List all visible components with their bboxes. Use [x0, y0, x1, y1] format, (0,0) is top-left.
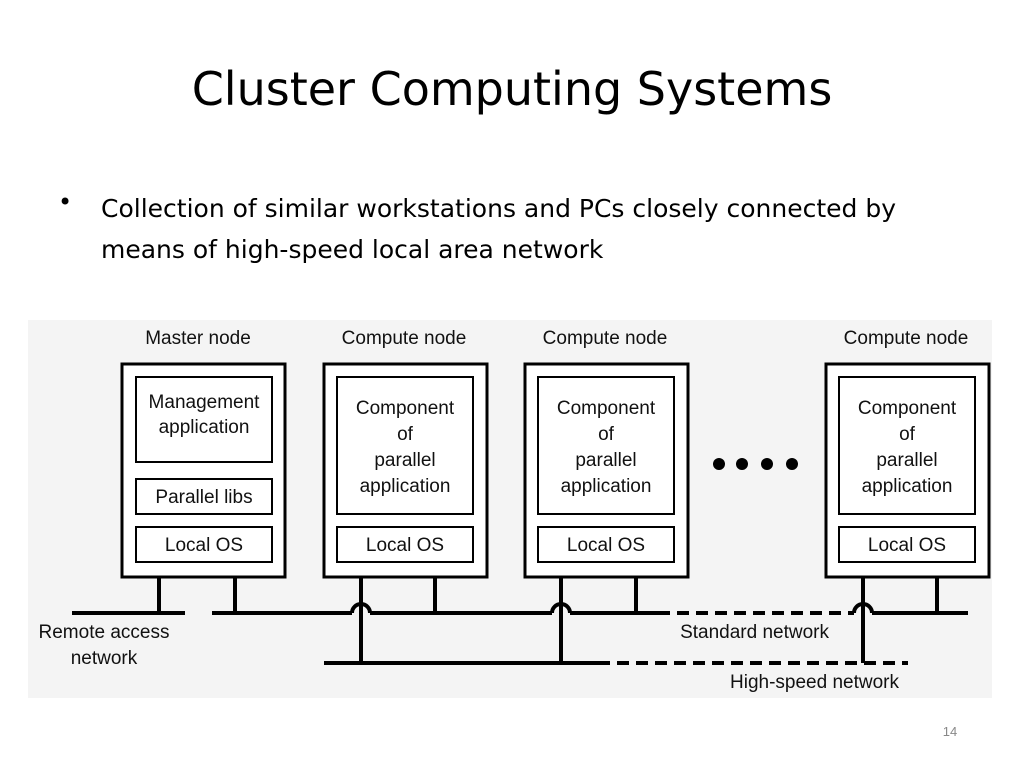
- high-speed-network-label: High-speed network: [730, 672, 899, 693]
- bullet-dot: •: [58, 188, 73, 216]
- management-app-line-1: Management: [149, 392, 261, 413]
- compute-3-local-os-label: Local OS: [868, 535, 946, 556]
- bullet-item: • Collection of similar workstations and…: [58, 188, 958, 270]
- node-label-compute-2: Compute node: [543, 328, 668, 349]
- component-2-line-1: Component: [557, 398, 656, 419]
- remote-access-label-line-1: Remote access: [39, 622, 170, 643]
- compute-1-local-os-label: Local OS: [366, 535, 444, 556]
- bullet-text: Collection of similar workstations and P…: [101, 194, 896, 264]
- component-2-line-2: of: [598, 424, 615, 445]
- master-local-os-label: Local OS: [165, 535, 243, 556]
- component-box-1: [336, 376, 474, 515]
- management-app-line-2: application: [159, 417, 250, 438]
- page-number: 14: [942, 724, 958, 739]
- remote-access-label-line-2: network: [71, 648, 138, 669]
- standard-network-label: Standard network: [680, 622, 829, 643]
- component-3-line-3: parallel: [876, 450, 937, 471]
- component-box-3: [838, 376, 976, 515]
- remote-access-network-line: [72, 577, 185, 615]
- compute-2-local-os-box: [537, 526, 675, 563]
- compute-node-2: Component of parallel application Local …: [523, 362, 690, 579]
- management-application-box: [135, 376, 273, 463]
- parallel-libs-label: Parallel libs: [155, 487, 252, 508]
- component-1-line-3: parallel: [374, 450, 435, 471]
- parallel-libs-box: [135, 478, 273, 515]
- compute-2-local-os-label: Local OS: [567, 535, 645, 556]
- node-label-compute-3: Compute node: [844, 328, 969, 349]
- component-box-2: [537, 376, 675, 515]
- master-node: Management application Parallel libs Loc…: [120, 362, 287, 579]
- compute-node-3: Component of parallel application Local …: [824, 362, 991, 579]
- high-speed-network-line: [324, 577, 908, 665]
- cluster-diagram: Master node Compute node Compute node Co…: [28, 320, 992, 698]
- component-3-line-2: of: [899, 424, 916, 445]
- component-2-line-3: parallel: [575, 450, 636, 471]
- node-label-master: Master node: [145, 328, 251, 349]
- master-local-os-box: [135, 526, 273, 563]
- component-2-line-4: application: [561, 476, 652, 497]
- component-1-line-1: Component: [356, 398, 455, 419]
- standard-network-line: [212, 577, 968, 615]
- compute-1-local-os-box: [336, 526, 474, 563]
- component-3-line-4: application: [862, 476, 953, 497]
- compute-3-local-os-box: [838, 526, 976, 563]
- node-label-compute-1: Compute node: [342, 328, 467, 349]
- slide-title: Cluster Computing Systems: [191, 62, 833, 116]
- compute-node-1: Component of parallel application Local …: [322, 362, 489, 579]
- component-1-line-2: of: [397, 424, 414, 445]
- component-3-line-1: Component: [858, 398, 957, 419]
- ellipsis-dots: [713, 458, 798, 470]
- component-1-line-4: application: [360, 476, 451, 497]
